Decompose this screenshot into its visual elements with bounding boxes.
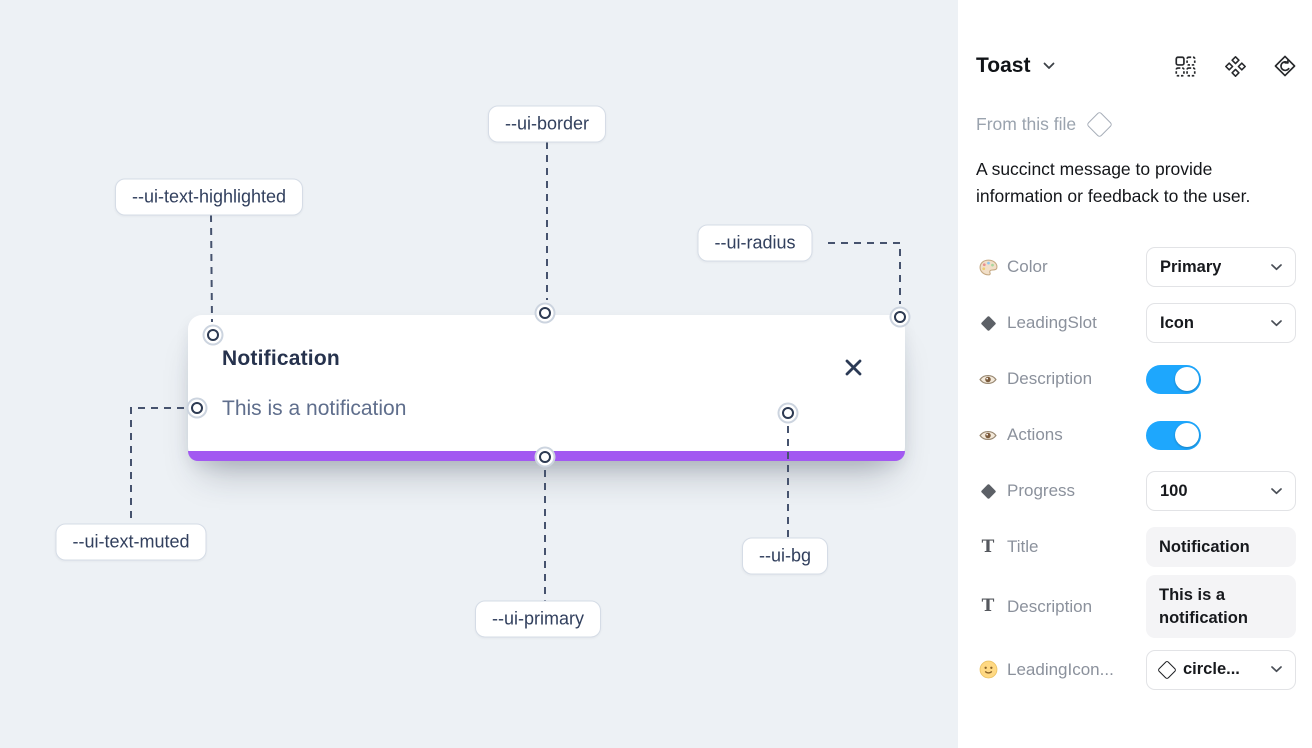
eye-icon xyxy=(976,429,1000,442)
chevron-down-icon xyxy=(1271,319,1282,326)
component-diamond-icon xyxy=(1157,659,1177,680)
annotation-ui-radius: --ui-radius xyxy=(697,224,813,262)
description-toggle[interactable] xyxy=(1146,364,1201,394)
panel-header-actions xyxy=(1174,55,1296,77)
smiley-icon xyxy=(976,660,1000,679)
connector-dot-border xyxy=(539,307,551,319)
chevron-down-icon xyxy=(1044,62,1055,69)
property-label: Color xyxy=(1007,257,1048,276)
eye-icon xyxy=(976,373,1000,386)
toggle-knob xyxy=(1174,367,1199,391)
diamond-icon xyxy=(976,483,1000,499)
component-icon[interactable] xyxy=(1224,55,1246,77)
property-row-actions-toggle: Actions xyxy=(976,415,1296,455)
property-row-leadingicon: LeadingIcon... circle... xyxy=(976,649,1296,690)
component-selector-dropdown[interactable]: Toast xyxy=(976,54,1055,78)
connector-dot-radius xyxy=(894,311,906,323)
property-row-description-toggle: Description xyxy=(976,359,1296,399)
property-row-progress: Progress 100 xyxy=(976,471,1296,511)
panel-title: Toast xyxy=(976,54,1031,77)
select-value: 100 xyxy=(1160,481,1188,500)
property-label: Description xyxy=(1007,369,1093,388)
component-diamond-icon xyxy=(1086,111,1114,138)
property-label: LeadingIcon... xyxy=(1007,659,1114,679)
property-label: Actions xyxy=(1007,425,1063,444)
chevron-down-icon xyxy=(1271,263,1282,270)
leadingicon-select[interactable]: circle... xyxy=(1146,649,1296,690)
property-label: LeadingSlot xyxy=(1007,313,1097,332)
properties-panel: Toast xyxy=(958,0,1312,748)
return-to-component-icon[interactable] xyxy=(1274,55,1296,77)
diamond-icon xyxy=(976,315,1000,331)
toast-title: Notification xyxy=(222,347,340,370)
connector-dot-primary xyxy=(539,451,551,463)
color-select[interactable]: Primary xyxy=(1146,247,1296,287)
select-value: Primary xyxy=(1160,257,1222,276)
annotation-ui-bg: --ui-bg xyxy=(741,537,829,575)
actions-toggle[interactable] xyxy=(1146,420,1201,450)
property-rows: Color Primary LeadingSlot Icon xyxy=(976,247,1296,706)
source-row: From this file xyxy=(976,111,1114,138)
property-label: Title xyxy=(1007,537,1039,557)
property-row-title: T Title Notification xyxy=(976,527,1296,568)
property-row-leadingslot: LeadingSlot Icon xyxy=(976,303,1296,343)
toast-description: This is a notification xyxy=(222,397,407,420)
chevron-down-icon xyxy=(1271,666,1282,673)
connector-dot-bg xyxy=(782,407,794,419)
close-icon[interactable] xyxy=(841,355,865,379)
annotation-ui-primary: --ui-primary xyxy=(475,600,601,638)
property-row-description-text: T Description This is a notification xyxy=(976,575,1296,638)
annotation-ui-text-highlighted: --ui-text-highlighted xyxy=(114,178,304,216)
toggle-knob xyxy=(1174,423,1199,447)
chevron-down-icon xyxy=(1271,487,1282,494)
panel-header: Toast xyxy=(976,54,1296,78)
component-description: A succinct message to provide informatio… xyxy=(976,159,1251,207)
description-input[interactable]: This is a notification xyxy=(1146,575,1296,638)
connector-dot-text-highlighted xyxy=(207,329,219,341)
swap-instance-icon[interactable] xyxy=(1174,55,1196,77)
annotation-ui-border: --ui-border xyxy=(487,105,607,143)
select-value: Icon xyxy=(1160,313,1194,332)
property-label: Progress xyxy=(1007,481,1076,500)
source-label: From this file xyxy=(976,114,1077,134)
text-icon: T xyxy=(981,596,995,617)
select-value: circle... xyxy=(1183,660,1240,679)
annotation-ui-text-muted: --ui-text-muted xyxy=(55,523,207,561)
connector-dot-text-muted xyxy=(191,402,203,414)
toast-component[interactable]: Notification This is a notification xyxy=(188,315,905,461)
component-canvas: Notification This is a notification --ui… xyxy=(0,0,958,748)
property-row-color: Color Primary xyxy=(976,247,1296,287)
title-input[interactable]: Notification xyxy=(1146,527,1296,568)
palette-icon xyxy=(976,259,1000,276)
progress-select[interactable]: 100 xyxy=(1146,471,1296,511)
property-label: Description xyxy=(1007,596,1093,616)
text-icon: T xyxy=(981,536,995,557)
leadingslot-select[interactable]: Icon xyxy=(1146,303,1296,343)
